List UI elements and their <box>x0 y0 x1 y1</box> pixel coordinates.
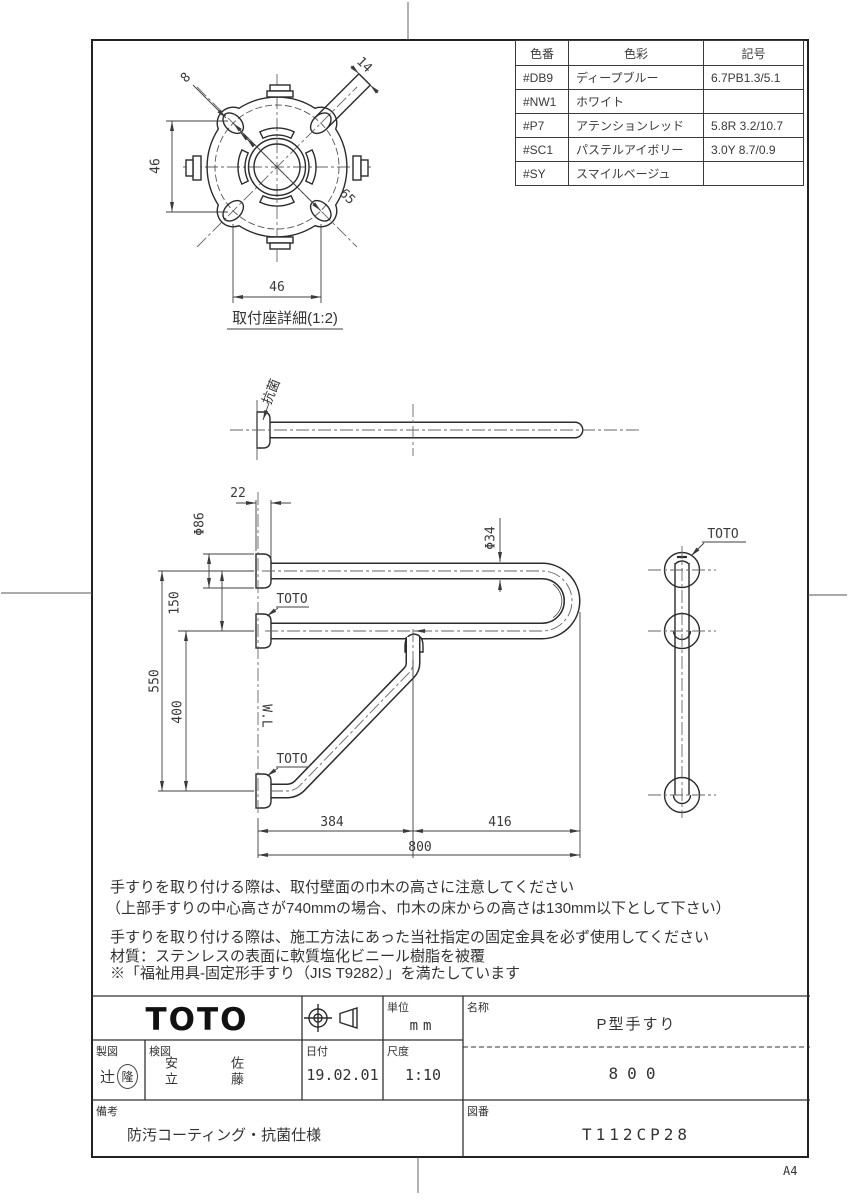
brand-mark-side: TOTO <box>707 527 738 542</box>
color-munsell <box>703 161 804 186</box>
drafter-stamp: 隆 <box>117 1064 139 1089</box>
plan-view: 抗菌 <box>230 377 640 460</box>
side-view: TOTO <box>648 527 746 818</box>
brand-mark-upper: TOTO <box>276 592 307 607</box>
color-munsell: 5.8R 3.2/10.7 <box>703 113 804 138</box>
antibacterial-label: 抗菌 <box>259 377 283 407</box>
drafter-label: 製図 <box>96 1046 118 1058</box>
detail-caption: 取付座詳細(1:2) <box>232 310 338 327</box>
color-table-row: #SY スマイルベージュ <box>515 161 804 186</box>
color-code: #SC1 <box>515 137 569 162</box>
color-table-row: #NW1 ホワイト <box>515 89 804 114</box>
color-code: #SY <box>515 161 569 186</box>
brand-mark-lower: TOTO <box>276 752 307 767</box>
detail-dim-height: 46 <box>149 158 164 174</box>
color-name: スマイルベージュ <box>568 161 704 186</box>
color-table-row: #P7 アテンションレッド 5.8R 3.2/10.7 <box>515 113 804 138</box>
dim-flange-dia: Φ86 <box>193 512 208 535</box>
scale-label: 尺度 <box>387 1046 409 1058</box>
note-line: 手すりを取り付ける際は、取付壁面の巾木の高さに注意してください <box>110 879 575 896</box>
drafter-name: 辻隆 <box>100 1064 139 1089</box>
name-label: 名称 <box>467 1002 489 1014</box>
mounting-flange-detail-view: 46 46 8 65 14 取付座詳細(1:2) <box>149 54 379 330</box>
detail-dim-width: 46 <box>269 280 285 295</box>
detail-dim-slot: 14 <box>353 54 375 76</box>
note-line: ※「福祉用具-固定形手すり（JIS T9282）」を満たしています <box>110 965 521 982</box>
title-block-lines <box>92 995 810 1157</box>
color-table-header: 色彩 <box>568 40 704 66</box>
remarks-label: 備考 <box>96 1106 118 1118</box>
name-value: P型手すり <box>596 1015 677 1033</box>
color-table-row: #SC1 パステルアイボリー 3.0Y 8.7/0.9 <box>515 137 804 162</box>
unit-value: mm <box>409 1018 437 1034</box>
color-munsell <box>703 89 804 114</box>
color-name: パステルアイボリー <box>568 137 704 162</box>
drafter-name-text: 辻 <box>100 1069 116 1086</box>
dim-height-lower: 400 <box>171 700 186 723</box>
detail-dim-hole: 8 <box>178 70 194 86</box>
color-name: アテンションレッド <box>568 113 704 138</box>
color-table: 色番 色彩 記号 #DB9 ディープブルー 6.7PB1.3/5.1 #NW1 … <box>515 40 804 186</box>
note-line: 材質：ステンレスの表面に軟質塩化ビニール樹脂を被覆 <box>110 948 486 965</box>
color-code: #NW1 <box>515 89 569 114</box>
note-line: （上部手すりの中心高さが740mmの場合、巾木の床からの高さは130mm以下とし… <box>106 900 731 917</box>
color-table-header: 色番 <box>515 40 569 66</box>
color-table-header-row: 色番 色彩 記号 <box>515 40 804 66</box>
size-value: 800 <box>608 1063 665 1083</box>
color-munsell: 3.0Y 8.7/0.9 <box>703 137 804 162</box>
color-code: #DB9 <box>515 65 569 90</box>
wall-line-label: W.L <box>259 704 274 728</box>
checker-label: 検図 <box>149 1046 171 1058</box>
drawing-no-value: T112CP28 <box>581 1124 692 1144</box>
detail-dim-bolt-circle: 65 <box>336 186 358 208</box>
checker-name: 安立 <box>163 1056 178 1088</box>
scale-value: 1:10 <box>404 1066 442 1084</box>
unit-label: 単位 <box>387 1002 409 1014</box>
date-label: 日付 <box>306 1046 328 1058</box>
color-name: ホワイト <box>568 89 704 114</box>
dim-tube-dia: Φ34 <box>484 526 499 550</box>
color-name: ディープブルー <box>568 65 704 90</box>
dim-span-left: 384 <box>320 815 344 830</box>
dim-flange-depth: 22 <box>230 486 246 501</box>
toto-logo: TOTO <box>145 1002 249 1038</box>
color-table-row: #DB9 ディープブルー 6.7PB1.3/5.1 <box>515 65 804 90</box>
front-view: Φ86 22 150 550 400 384 416 800 Φ34 W.L T… <box>148 486 581 858</box>
checker-name: 佐藤 <box>229 1056 244 1088</box>
date-value: 19.02.01 <box>306 1066 379 1084</box>
dim-span-right: 416 <box>488 815 511 830</box>
projection-symbol-icon <box>304 1004 358 1032</box>
remarks-value: 防汚コーティング・抗菌仕様 <box>127 1127 322 1144</box>
dim-rail-gap: 150 <box>168 591 183 614</box>
color-code: #P7 <box>515 113 569 138</box>
note-line: 手すりを取り付ける際は、施工方法にあった当社指定の固定金具を必ず使用してください <box>110 929 710 946</box>
sheet-size-label: A4 <box>783 1164 798 1178</box>
drawing-no-label: 図番 <box>467 1106 489 1118</box>
color-table-header: 記号 <box>703 40 804 66</box>
dim-height-total: 550 <box>148 669 163 692</box>
dim-span-total: 800 <box>408 840 431 855</box>
color-munsell: 6.7PB1.3/5.1 <box>703 65 804 90</box>
